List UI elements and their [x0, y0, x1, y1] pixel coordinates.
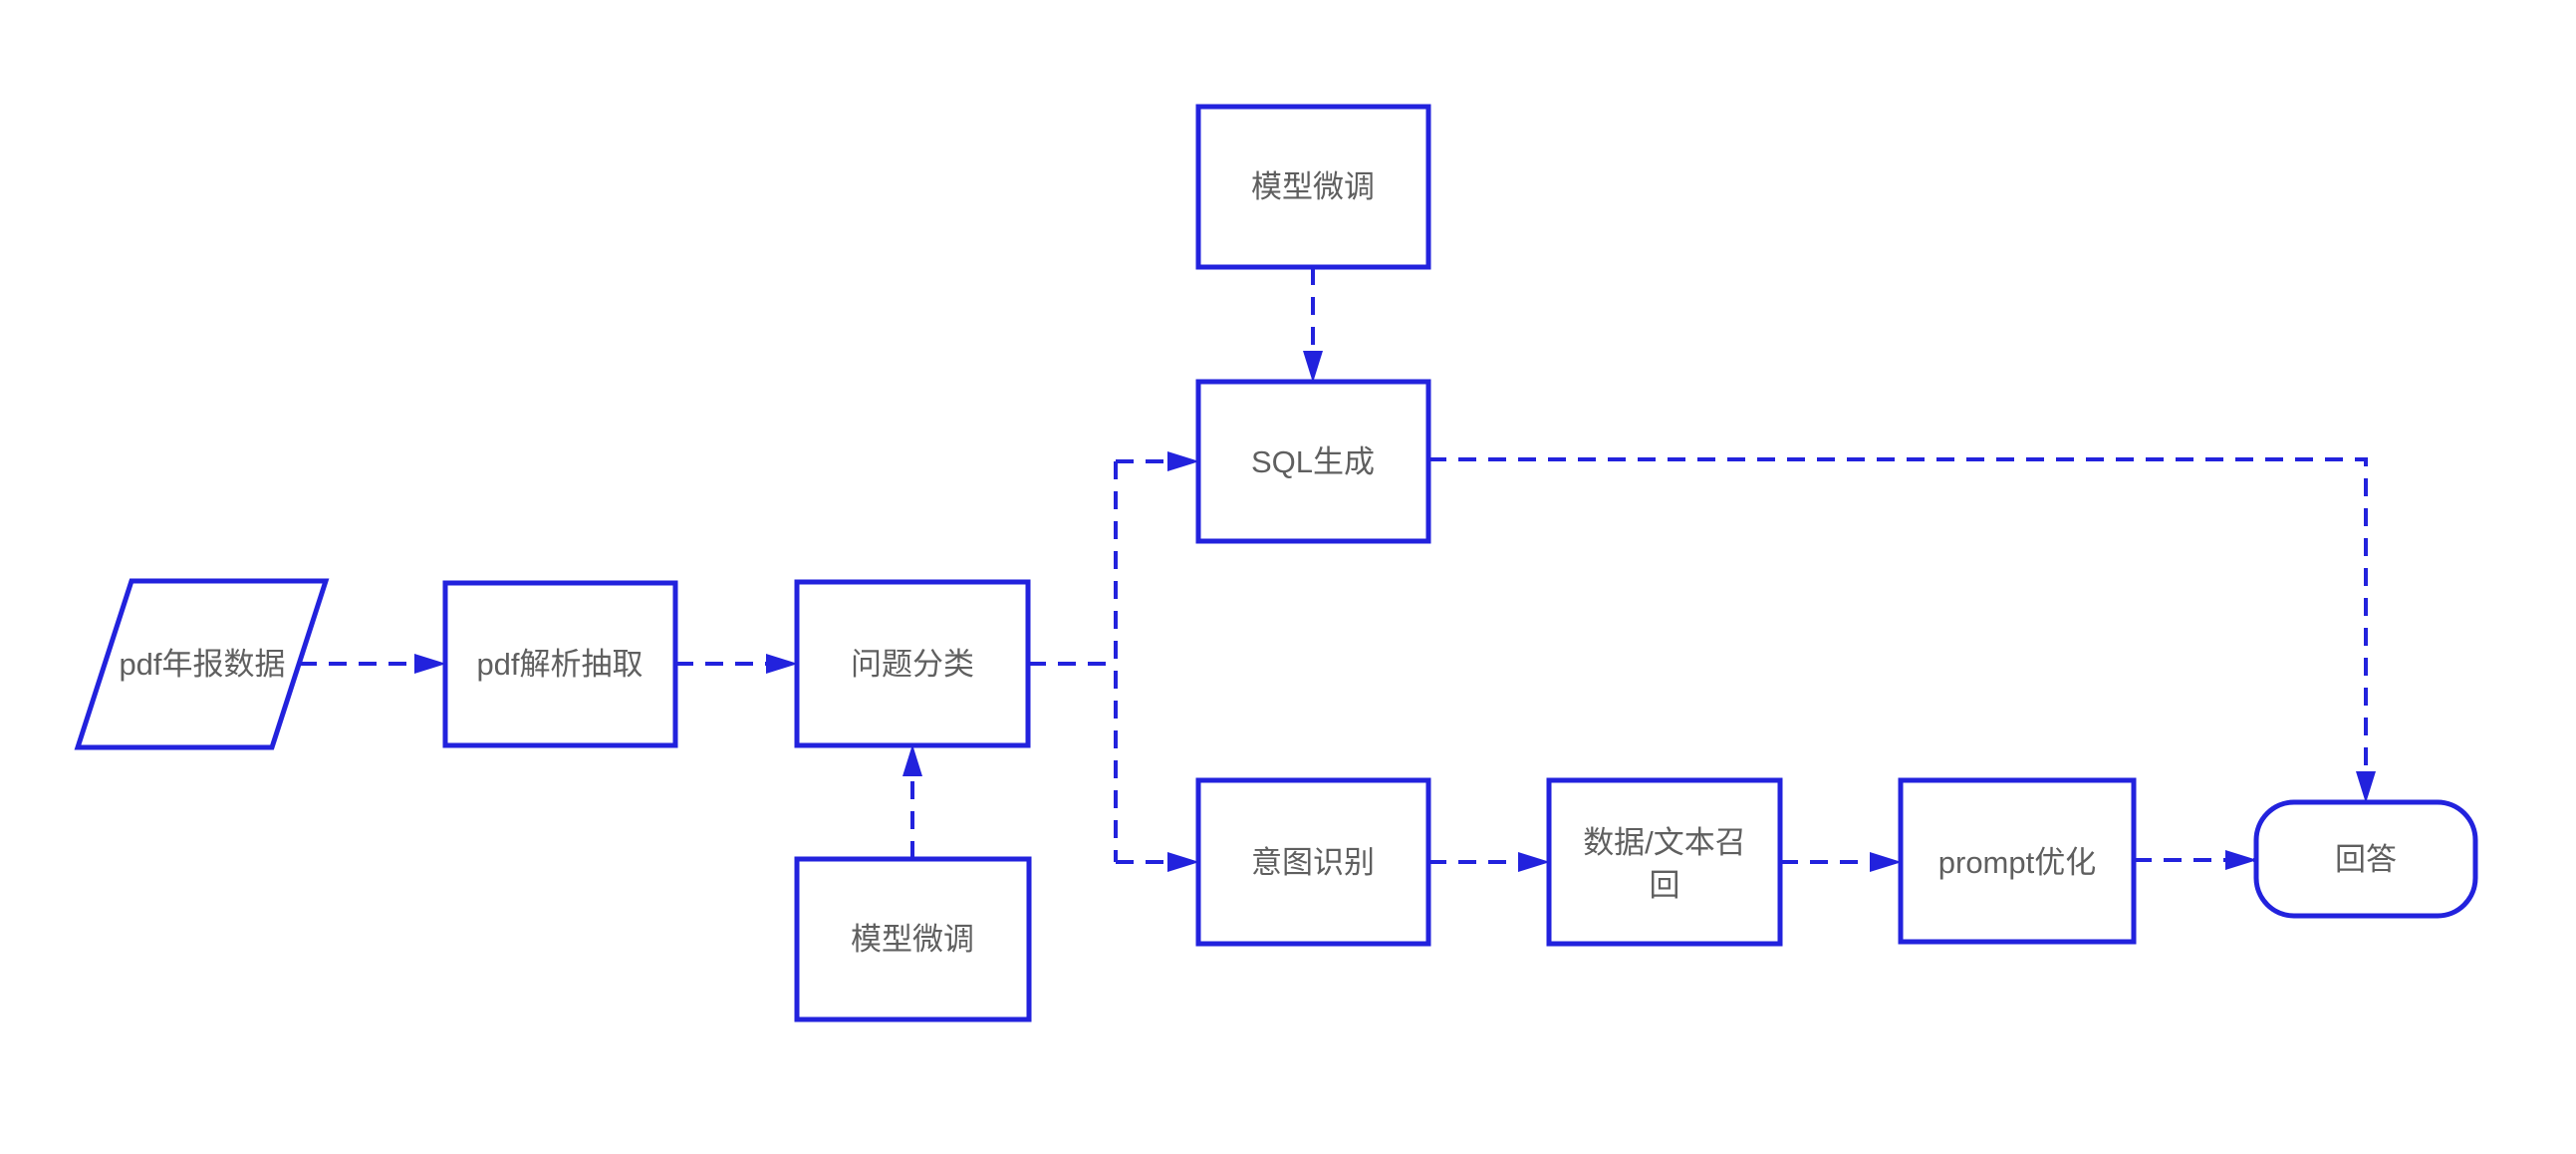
node-label: 模型微调 — [851, 922, 974, 957]
node-label: 模型微调 — [1251, 169, 1375, 204]
node-label: pdf解析抽取 — [476, 647, 643, 682]
node-label-line1: 数据/文本召 — [1583, 825, 1746, 860]
rounded-rect-shape — [2253, 799, 2478, 919]
edge-sql-to-answer — [1428, 457, 2376, 803]
node-model-finetune-bottom: 模型微调 — [794, 856, 1032, 1022]
rect-shape — [1546, 777, 1783, 947]
node-model-finetune-top: 模型微调 — [1195, 104, 1431, 270]
node-label: 回答 — [2335, 842, 2397, 877]
nodes: pdf年报数据 pdf解析抽取 问题分类 模型微调 模型微调 SQL生成 意图识… — [74, 104, 2478, 1022]
node-label: SQL生成 — [1251, 444, 1375, 479]
rect-shape — [1195, 777, 1431, 947]
node-sql-generation: SQL生成 — [1195, 379, 1431, 544]
parallelogram-shape — [74, 578, 330, 750]
node-pdf-annual-report-data: pdf年报数据 — [74, 578, 330, 750]
rect-shape — [1195, 379, 1431, 544]
node-label-line2: 回 — [1650, 868, 1680, 903]
rect-shape — [794, 579, 1031, 748]
rect-shape — [1898, 777, 2137, 945]
node-prompt-optimization: prompt优化 — [1898, 777, 2137, 945]
node-intent-recognition: 意图识别 — [1195, 777, 1431, 947]
node-label: 问题分类 — [851, 647, 974, 682]
node-data-text-recall: 数据/文本召回 — [1546, 777, 1783, 947]
node-pdf-parse-extract: pdf解析抽取 — [442, 580, 678, 748]
rect-shape — [442, 580, 678, 748]
node-label: prompt优化 — [1938, 845, 2096, 880]
node-label: 数据/文本召回 — [1583, 825, 1746, 903]
node-question-classification: 问题分类 — [794, 579, 1031, 748]
edges — [299, 267, 2376, 872]
rect-shape — [794, 856, 1032, 1022]
node-label: pdf年报数据 — [119, 647, 285, 682]
node-label: 意图识别 — [1251, 845, 1375, 880]
node-answer: 回答 — [2253, 799, 2478, 919]
rect-shape — [1195, 104, 1431, 270]
